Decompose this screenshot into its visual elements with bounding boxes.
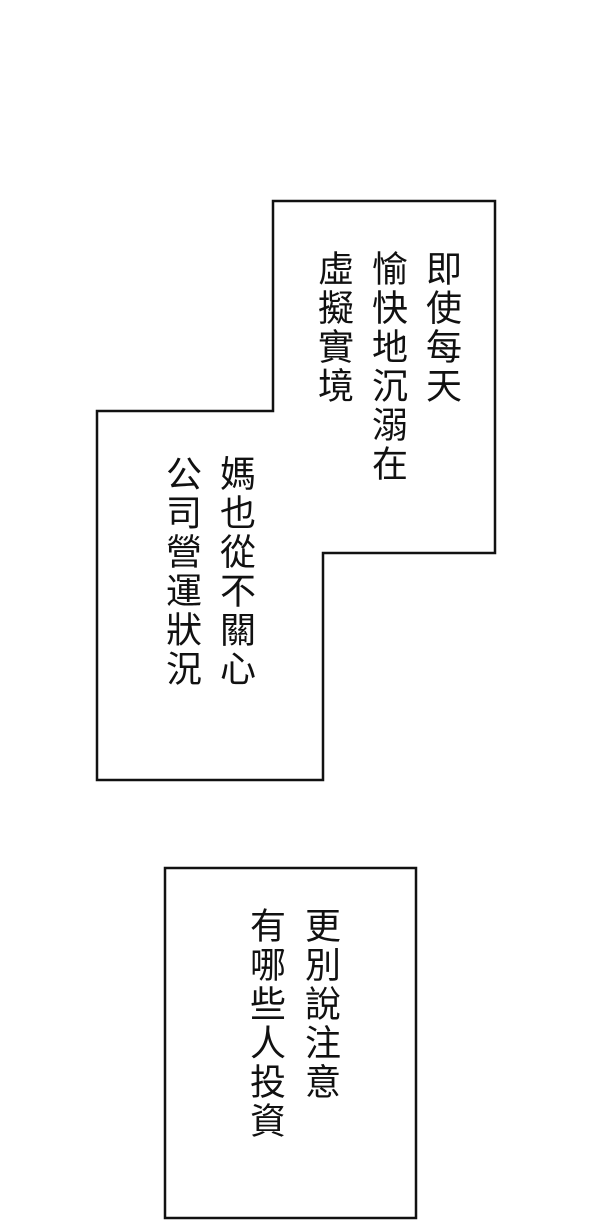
caption-frame-3 xyxy=(163,866,418,1220)
caption-line: 更別說注意 xyxy=(299,907,340,1102)
caption-line: 虛擬實境 xyxy=(312,250,353,406)
caption-line: 媽也從不關心 xyxy=(214,455,255,689)
caption-line: 即使每天 xyxy=(420,250,461,406)
caption-line: 愉快地沉溺在 xyxy=(366,250,407,484)
caption-line: 有哪些人投資 xyxy=(244,907,285,1141)
caption-frame-combined xyxy=(95,199,497,782)
caption-line: 公司營運狀況 xyxy=(160,455,201,689)
